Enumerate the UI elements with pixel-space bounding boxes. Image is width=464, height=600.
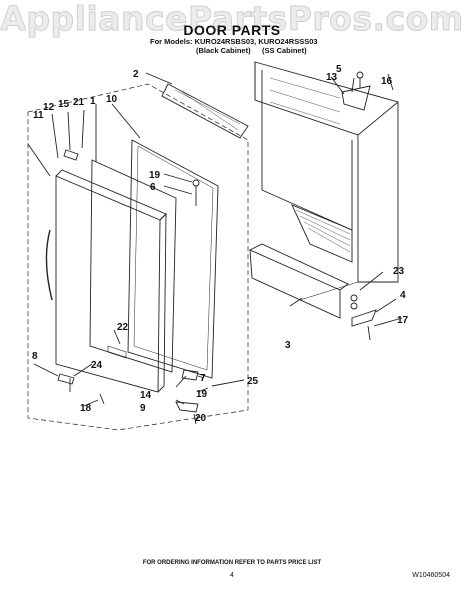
callout-5: 5 [336, 64, 342, 75]
callout-3: 3 [285, 340, 291, 351]
ss-cabinet-label: (SS Cabinet) [262, 46, 307, 55]
page-title: DOOR PARTS [183, 22, 281, 38]
callout-18: 18 [80, 403, 92, 414]
callout-6: 6 [150, 182, 156, 193]
callout-16: 16 [381, 76, 393, 87]
callout-19-bottom: 19 [196, 389, 208, 400]
document-number: W10460504 [412, 572, 450, 579]
door-gasket [127, 139, 219, 379]
ordering-info: FOR ORDERING INFORMATION REFER TO PARTS … [142, 560, 322, 566]
outer-door [55, 175, 161, 393]
callout-9: 9 [140, 403, 146, 414]
door-bin [249, 249, 341, 319]
callout-1: 1 [90, 96, 96, 107]
callout-20: 20 [195, 413, 207, 424]
callout-12: 12 [43, 102, 55, 113]
callout-22: 22 [117, 322, 129, 333]
callout-13: 13 [326, 72, 338, 83]
watermark: AppliancePartsPros.com [0, 0, 464, 38]
page-number: 4 [230, 572, 234, 579]
callout-2: 2 [133, 69, 139, 80]
callout-7: 7 [200, 373, 206, 384]
callout-14: 14 [140, 390, 152, 401]
model-numbers: For Models: KURO24RSBS03, KURO24RSSS03 [150, 37, 318, 46]
callout-4: 4 [400, 290, 406, 301]
callout-8: 8 [32, 351, 38, 362]
cabinet [254, 61, 399, 301]
door-assembly-boundary [27, 83, 249, 431]
callout-17: 17 [397, 315, 409, 326]
callout-25: 25 [247, 376, 259, 387]
callout-23: 23 [393, 266, 405, 277]
callout-15: 15 [58, 99, 70, 110]
callout-10: 10 [106, 94, 118, 105]
callout-21: 21 [73, 97, 85, 108]
black-cabinet-label: (Black Cabinet) [196, 46, 251, 55]
top-shelf [161, 83, 249, 139]
inner-door-panel [89, 159, 177, 373]
callout-19-top: 19 [149, 170, 161, 181]
callout-24: 24 [91, 360, 103, 371]
callout-11: 11 [33, 110, 44, 121]
